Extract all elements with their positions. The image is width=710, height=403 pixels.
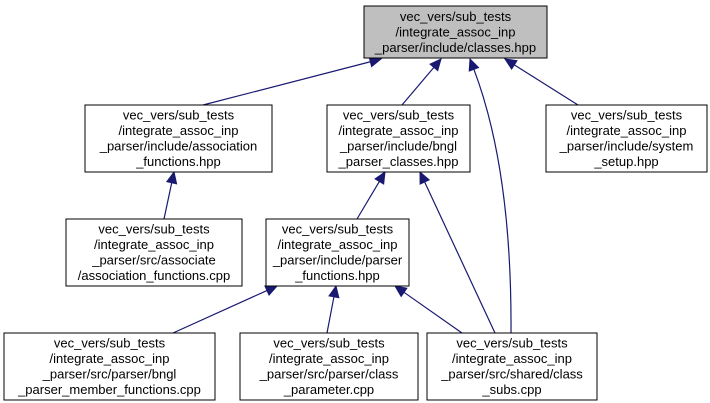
node-label-line: /association_functions.cpp bbox=[78, 268, 230, 283]
edge-class_subs_cpp-to-classes bbox=[473, 69, 512, 334]
node-bngl-hpp[interactable]: vec_vers/sub_tests/integrate_assoc_inp_p… bbox=[326, 104, 471, 173]
node-label-line: _parser/include/bngl bbox=[339, 139, 457, 154]
node-label-line: _parser/src/parser/bngl bbox=[42, 367, 177, 382]
edge-bngl_hpp-to-classes bbox=[401, 67, 435, 106]
node-label-line: _parser_classes.hpp bbox=[338, 154, 459, 169]
node-label-line: vec_vers/sub_tests bbox=[123, 108, 235, 123]
node-label-line: vec_vers/sub_tests bbox=[273, 336, 385, 351]
node-label-line: vec_vers/sub_tests bbox=[54, 336, 166, 351]
node-label-line: vec_vers/sub_tests bbox=[98, 222, 210, 237]
node-label-line: _subs.cpp bbox=[481, 382, 541, 397]
node-box[interactable] bbox=[84, 104, 273, 173]
node-classes[interactable]: vec_vers/sub_tests/integrate_assoc_inp_p… bbox=[363, 5, 548, 59]
edge-system_hpp-to-classes bbox=[513, 64, 579, 106]
node-label-line: /integrate_assoc_inp bbox=[339, 123, 459, 138]
arrowhead-class_subs_cpp-to-bngl_hpp bbox=[419, 170, 431, 185]
file-nodes: vec_vers/sub_tests/integrate_assoc_inp_p… bbox=[3, 5, 708, 401]
arrowhead-parser_hpp-to-bngl_hpp bbox=[374, 170, 386, 185]
node-assoc-hpp[interactable]: vec_vers/sub_tests/integrate_assoc_inp_p… bbox=[84, 104, 273, 173]
node-label-line: vec_vers/sub_tests bbox=[282, 222, 394, 237]
node-label-line: _setup.hpp bbox=[593, 154, 658, 169]
node-system-hpp[interactable]: vec_vers/sub_tests/integrate_assoc_inp_p… bbox=[545, 104, 708, 173]
node-label-line: /integrate_assoc_inp bbox=[396, 24, 516, 39]
node-label-line: _parser/include/classes.hpp bbox=[374, 40, 536, 55]
node-box[interactable] bbox=[426, 332, 598, 401]
node-box[interactable] bbox=[545, 104, 708, 173]
node-label-line: vec_vers/sub_tests bbox=[343, 108, 455, 123]
node-label-line: _parser/src/shared/class bbox=[440, 367, 583, 382]
node-label-line: _parser/src/parser/class bbox=[259, 367, 399, 382]
node-label-line: vec_vers/sub_tests bbox=[571, 108, 683, 123]
node-label-line: _parser/src/associate bbox=[91, 253, 216, 268]
arrowhead-assoc_cpp-to-assoc_hpp bbox=[165, 170, 178, 185]
edge-bngl_cpp-to-parser_hpp bbox=[172, 289, 268, 334]
node-label-line: _parser/include/association bbox=[99, 139, 258, 154]
node-label-line: /integrate_assoc_inp bbox=[269, 351, 389, 366]
node-box[interactable] bbox=[3, 332, 216, 401]
edge-assoc_cpp-to-assoc_hpp bbox=[163, 182, 173, 220]
node-label-line: _parser/include/parser bbox=[272, 253, 403, 268]
node-assoc-cpp[interactable]: vec_vers/sub_tests/integrate_assoc_inp_p… bbox=[65, 218, 243, 287]
node-label-line: /integrate_assoc_inp bbox=[278, 237, 398, 252]
edge-parser_hpp-to-bngl_hpp bbox=[356, 181, 380, 220]
node-box[interactable] bbox=[265, 218, 410, 287]
arrowhead-bngl_hpp-to-classes bbox=[429, 58, 442, 72]
arrowhead-system_hpp-to-classes bbox=[503, 58, 518, 71]
edge-class_subs_cpp-to-parser_hpp bbox=[403, 291, 463, 334]
node-label-line: /integrate_assoc_inp bbox=[567, 123, 687, 138]
node-class-subs-cpp[interactable]: vec_vers/sub_tests/integrate_assoc_inp_p… bbox=[426, 332, 598, 401]
node-label-line: _parameter.cpp bbox=[283, 382, 374, 397]
edge-class_subs_cpp-to-bngl_hpp bbox=[424, 181, 496, 334]
node-label-line: vec_vers/sub_tests bbox=[456, 336, 568, 351]
arrowhead-class_subs_cpp-to-parser_hpp bbox=[394, 285, 408, 298]
node-box[interactable] bbox=[326, 104, 471, 173]
node-label-line: _functions.hpp bbox=[135, 154, 221, 169]
node-box[interactable] bbox=[363, 5, 548, 59]
edge-assoc_hpp-to-classes bbox=[202, 61, 371, 106]
node-label-line: _parser_member_functions.cpp bbox=[17, 382, 201, 397]
node-label-line: /integrate_assoc_inp bbox=[452, 351, 572, 366]
arrowhead-bngl_cpp-to-parser_hpp bbox=[264, 285, 279, 296]
dependency-edges bbox=[163, 56, 579, 334]
node-label-line: /integrate_assoc_inp bbox=[94, 237, 214, 252]
node-parser-hpp[interactable]: vec_vers/sub_tests/integrate_assoc_inp_p… bbox=[265, 218, 410, 287]
edge-class_param_cpp-to-parser_hpp bbox=[326, 296, 335, 334]
node-label-line: /integrate_assoc_inp bbox=[119, 123, 239, 138]
node-label-line: vec_vers/sub_tests bbox=[400, 9, 512, 24]
node-label-line: _parser/include/system bbox=[559, 139, 694, 154]
arrowhead-class_param_cpp-to-parser_hpp bbox=[328, 284, 340, 299]
node-box[interactable] bbox=[239, 332, 419, 401]
node-class-param-cpp[interactable]: vec_vers/sub_tests/integrate_assoc_inp_p… bbox=[239, 332, 419, 401]
node-box[interactable] bbox=[65, 218, 243, 287]
node-label-line: /integrate_assoc_inp bbox=[50, 351, 170, 366]
node-bngl-cpp[interactable]: vec_vers/sub_tests/integrate_assoc_inp_p… bbox=[3, 332, 216, 401]
arrowhead-class_subs_cpp-to-classes bbox=[468, 57, 480, 72]
node-label-line: _functions.hpp bbox=[294, 268, 380, 283]
